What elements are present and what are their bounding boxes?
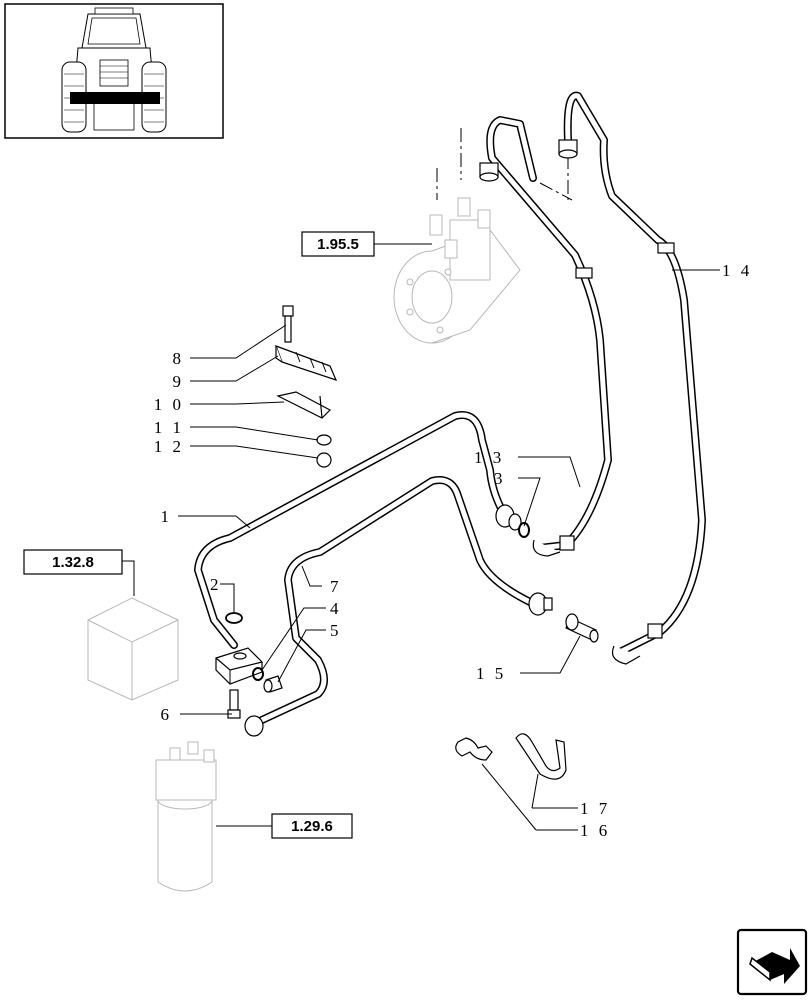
- callout-3: 3: [494, 469, 506, 488]
- clip-17: [515, 733, 567, 780]
- fitting-top-1: [479, 162, 499, 182]
- o-ring-2: [225, 612, 243, 624]
- callout-8: 8: [173, 349, 185, 368]
- nut-fitting-3: [495, 504, 522, 531]
- nut-12: [316, 452, 332, 468]
- ref-box-1-32-8[interactable]: 1.32.8: [23, 549, 123, 575]
- callout-16: 1 6: [580, 821, 610, 840]
- ref-box-1-95-5[interactable]: 1.95.5: [301, 231, 375, 257]
- washer-11: [316, 434, 332, 446]
- pipe-end-nut-7: [244, 715, 264, 737]
- pipe-clamp-13: [575, 267, 593, 279]
- callout-1: 1: [161, 507, 173, 526]
- o-ring-3: [518, 522, 530, 538]
- callout-15: 1 5: [476, 664, 506, 683]
- pipe-1[interactable]: [194, 411, 507, 649]
- steering-unit-ghost: [393, 197, 521, 344]
- svg-text:1.95.5: 1.95.5: [317, 236, 359, 253]
- o-ring-4: [252, 667, 264, 681]
- callout-6: 6: [161, 705, 173, 724]
- callout-13: 1 3: [474, 448, 504, 467]
- elbow-fitting-13: [532, 539, 561, 557]
- pipe-7[interactable]: [258, 476, 534, 724]
- pipe-clamp-block-9: [274, 344, 338, 381]
- elbow-fitting-14: [611, 645, 641, 665]
- pipe-ferrule-14: [647, 623, 663, 639]
- reservoir-ghost: [87, 597, 179, 701]
- callout-14: 1 4: [722, 261, 752, 280]
- callout-5: 5: [330, 621, 342, 640]
- pipe-clamp-14: [657, 242, 675, 254]
- pipe-14[interactable]: [563, 91, 706, 656]
- union-fitting-15a: [528, 592, 553, 616]
- filter-ghost: [155, 741, 217, 892]
- svg-text:1.29.6: 1.29.6: [291, 818, 333, 835]
- callout-11: 1 1: [154, 418, 184, 437]
- fitting-top-2: [558, 139, 578, 159]
- next-page-arrow-icon[interactable]: [736, 928, 808, 996]
- callout-10: 1 0: [154, 395, 184, 414]
- callout-12: 1 2: [154, 437, 184, 456]
- ref-box-1-29-6[interactable]: 1.29.6: [271, 813, 353, 839]
- adapter-5: [263, 675, 283, 693]
- svg-text:1.32.8: 1.32.8: [52, 554, 94, 571]
- tractor-front-view-icon[interactable]: [4, 3, 224, 139]
- clip-16: [455, 737, 493, 761]
- callout-4: 4: [330, 599, 342, 618]
- pipe-13[interactable]: [486, 116, 612, 552]
- bolt-8: [282, 305, 294, 343]
- bracket-plate-10: [276, 391, 331, 419]
- callout-7: 7: [330, 577, 342, 596]
- callout-17: 1 7: [580, 799, 610, 818]
- callout-2: 2: [210, 575, 222, 594]
- pipe-ferrule-13: [559, 535, 575, 551]
- union-fitting-15: [565, 613, 599, 643]
- leader-lines: [122, 243, 720, 831]
- callout-9: 9: [173, 372, 185, 391]
